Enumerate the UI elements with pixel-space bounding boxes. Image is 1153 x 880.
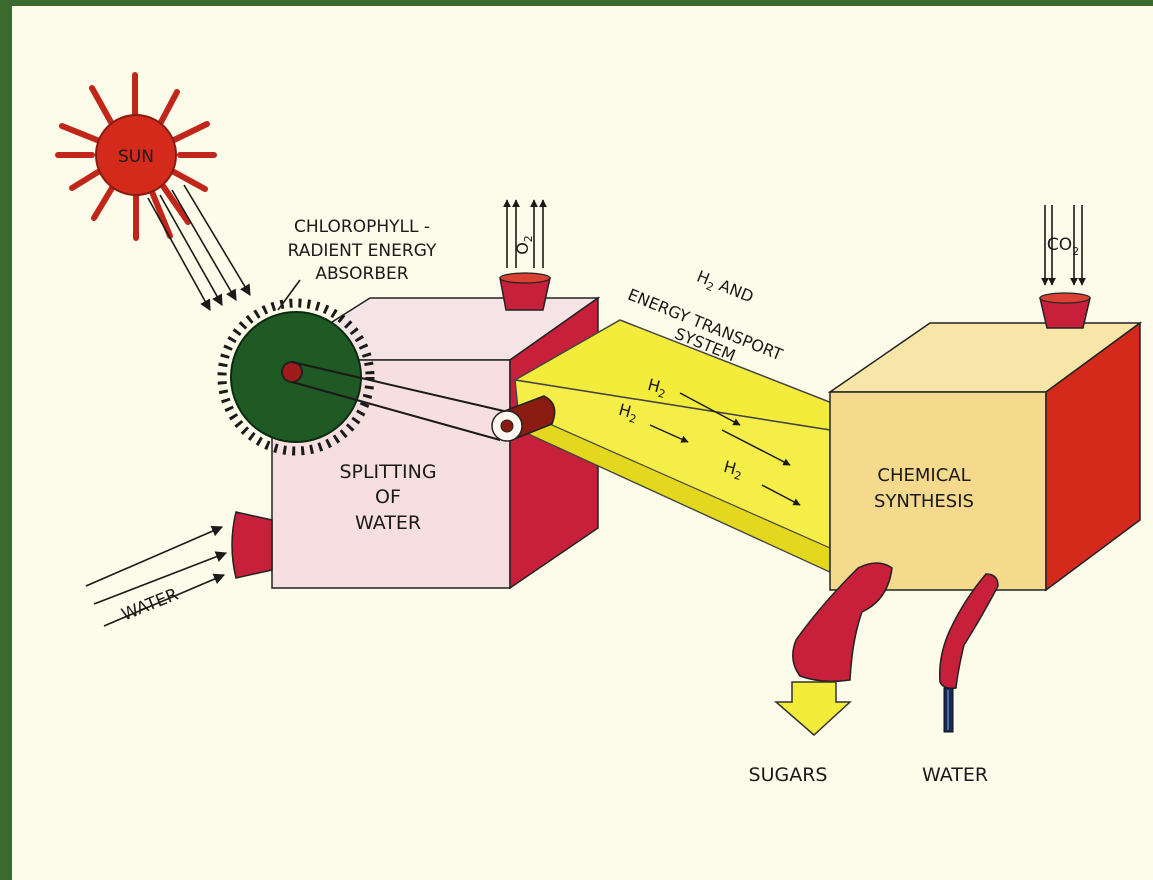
transport-label-line1: H2 AND — [693, 267, 756, 310]
water-out-pipe — [940, 574, 998, 688]
sun-label: SUN — [118, 147, 154, 167]
co2-inlet: CO2 — [1040, 205, 1090, 328]
water-inlet: WATER — [86, 512, 272, 626]
chem-label-line1: CHEMICAL — [877, 465, 970, 486]
splitting-label-line2: OF — [375, 486, 401, 508]
chlorophyll-label-line2: RADIENT ENERGY — [288, 241, 437, 261]
sunlight-arrows — [148, 185, 250, 310]
chlorophyll-label-line1: CHLOROPHYLL - — [294, 217, 430, 237]
wheel-hub — [282, 362, 302, 382]
water-outlet: WATER — [922, 574, 998, 786]
splitting-label-line3: WATER — [355, 512, 421, 534]
chlorophyll-label-line3: ABSORBER — [315, 264, 408, 284]
sun: SUN — [58, 75, 214, 238]
o2-outlet: O2 — [500, 200, 550, 310]
sugars-arrow — [776, 682, 850, 735]
chlorophyll-label: CHLOROPHYLL - RADIENT ENERGY ABSORBER — [278, 217, 437, 310]
sugars-outlet: SUGARS — [749, 563, 892, 786]
splitting-label-line1: SPLITTING — [339, 461, 436, 483]
chem-label-line2: SYNTHESIS — [874, 491, 974, 512]
chemical-synthesis-box: CHEMICAL SYNTHESIS — [830, 323, 1140, 590]
water-inlet-pipe — [232, 512, 272, 578]
sugars-label: SUGARS — [749, 764, 828, 786]
water-out-label: WATER — [922, 764, 988, 786]
